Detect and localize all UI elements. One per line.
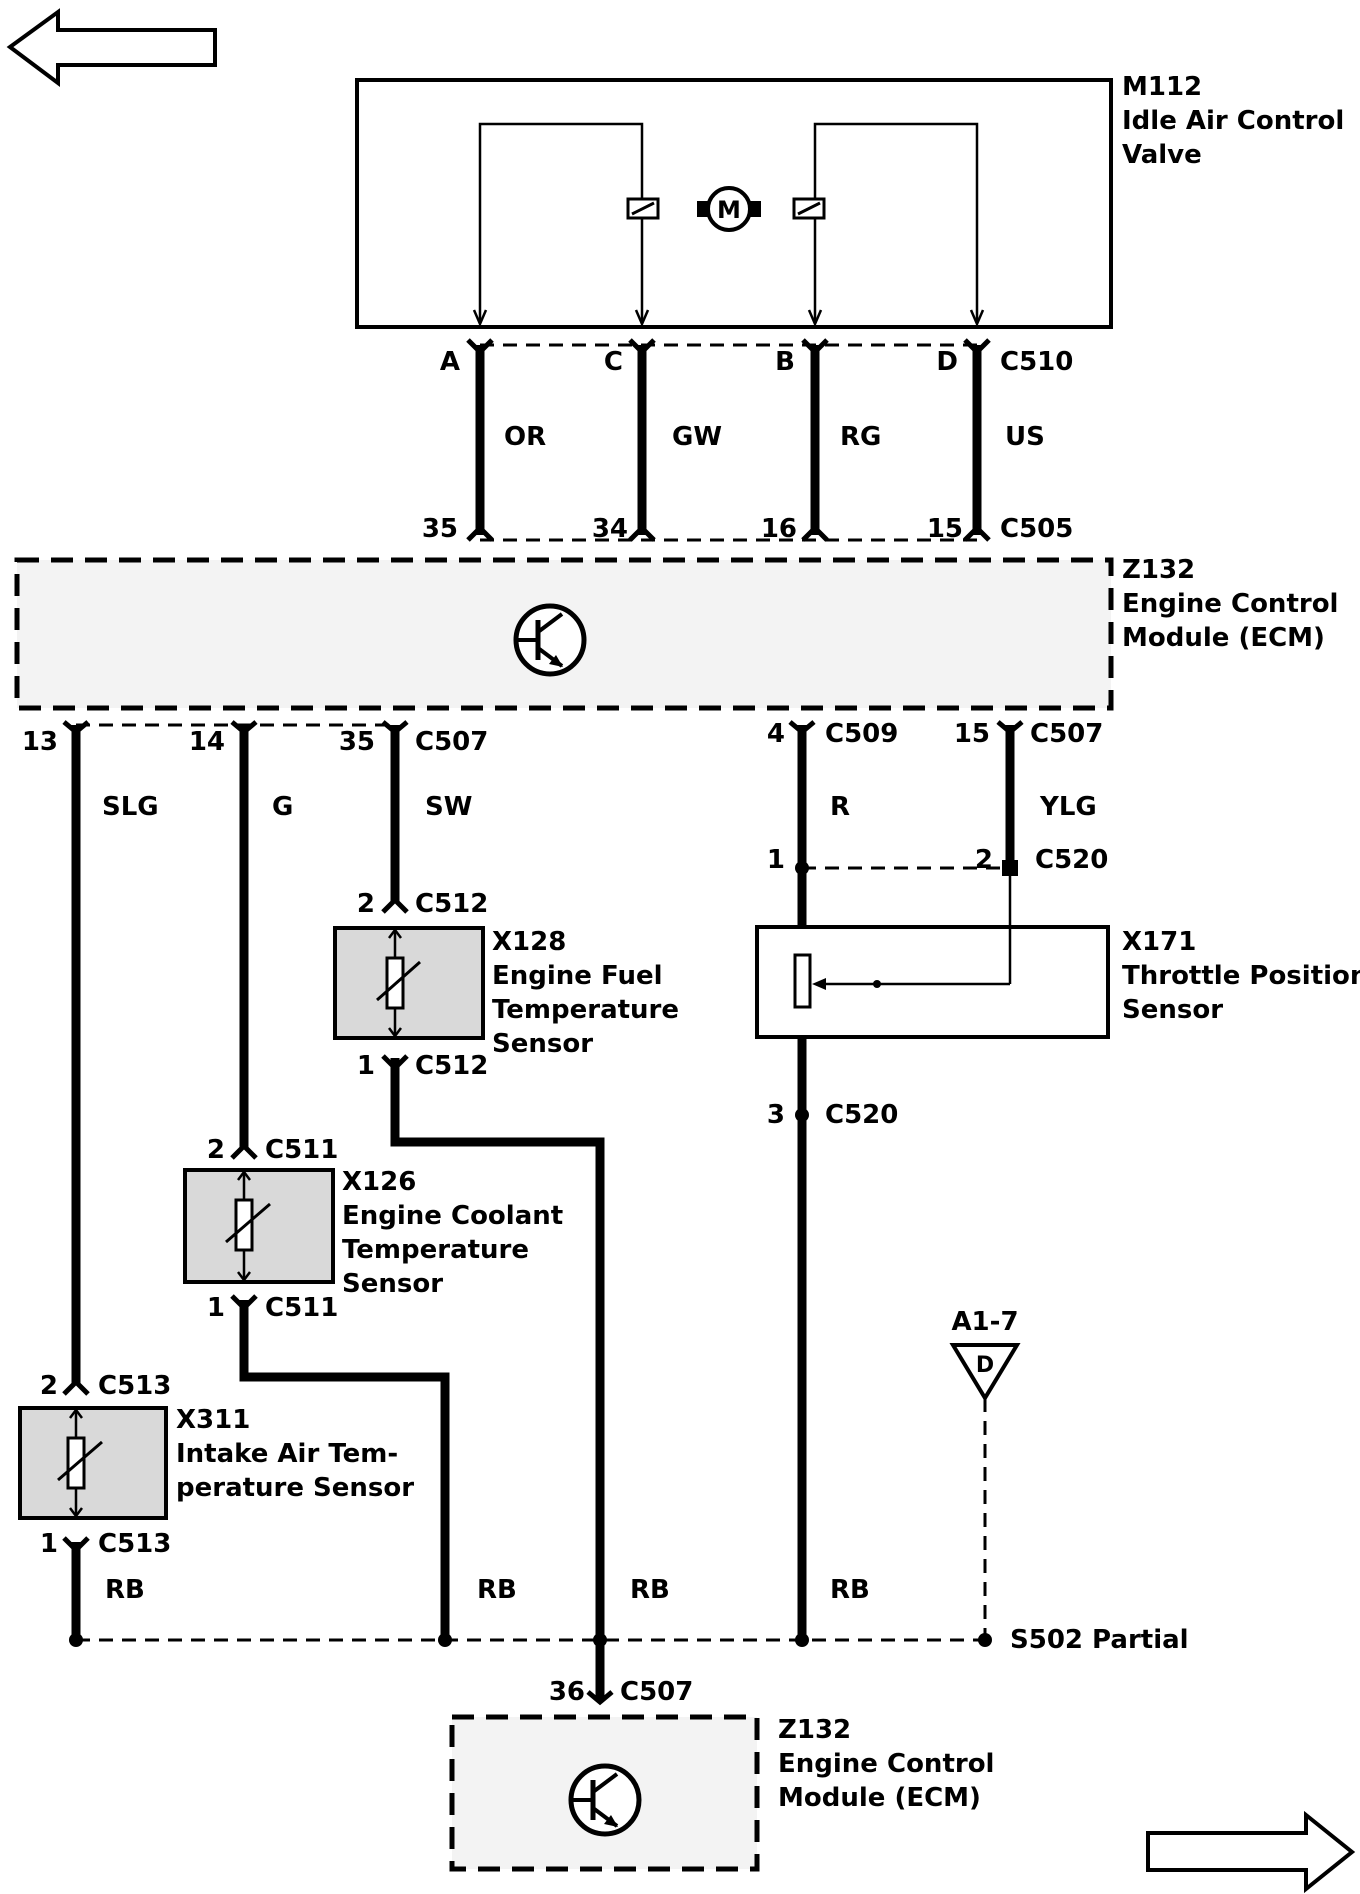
c520-pin-2: 2 (975, 845, 993, 875)
m112-name-line2: Valve (1122, 140, 1202, 170)
offpage-letter: D (976, 1353, 994, 1378)
x311-id-label: X311 (176, 1405, 250, 1435)
x171-id-label: X171 (1122, 927, 1196, 957)
c505-pin-16: 16 (761, 514, 797, 544)
ecm-top-name-line2: Module (ECM) (1122, 623, 1325, 653)
x126-box (183, 1168, 335, 1284)
offpage-connector-icon[interactable]: D (949, 1343, 1021, 1402)
x126-name-line2: Temperature (342, 1235, 529, 1265)
m112-name-line1: Idle Air Control (1122, 106, 1344, 136)
transistor-icon (513, 603, 587, 677)
c507-pin-14: 14 (189, 727, 225, 757)
c510-pin-d: D (936, 347, 958, 377)
arrow-left-icon[interactable] (6, 8, 217, 87)
x128-name-line1: Engine Fuel (492, 961, 663, 991)
wire-color-gw: GW (672, 422, 722, 452)
c507-a-label: C507 (415, 727, 488, 757)
x128-name-line2: Temperature (492, 995, 679, 1025)
c505-label: C505 (1000, 514, 1073, 544)
x128-name-line3: Sensor (492, 1029, 593, 1059)
ecm-bottom-id-label: Z132 (778, 1715, 851, 1745)
c513-pin-1: 1 (40, 1529, 58, 1559)
c505-pin-15: 15 (927, 514, 963, 544)
motor-symbol-label: M (717, 196, 741, 224)
x311-name-line1: Intake Air Tem- (176, 1439, 398, 1469)
m112-id-label: M112 (1122, 72, 1202, 102)
offpage-ref-label: A1-7 (951, 1307, 1018, 1337)
c507-pin-36: 36 (549, 1677, 585, 1707)
ecm-bottom-name-line1: Engine Control (778, 1749, 994, 1779)
x311-box (18, 1406, 168, 1520)
c520-pin-3: 3 (767, 1100, 785, 1130)
x126-name-line1: Engine Coolant (342, 1201, 563, 1231)
c513-bottom-label: C513 (98, 1529, 171, 1559)
transistor-icon (568, 1763, 642, 1837)
wire-color-g: G (272, 792, 293, 822)
c510-pin-c: C (604, 347, 623, 377)
c507-pin-13: 13 (22, 727, 58, 757)
c507-pin-15: 15 (954, 719, 990, 749)
ecm-bottom-name-line2: Module (ECM) (778, 1783, 981, 1813)
c505-pin-35: 35 (422, 514, 458, 544)
potentiometer-icon (793, 953, 881, 1009)
arrow-right-icon[interactable] (1146, 1810, 1356, 1894)
splice-label: S502 Partial (1010, 1625, 1189, 1655)
ecm-top-name-line1: Engine Control (1122, 589, 1338, 619)
x171-box (755, 925, 1110, 1039)
x171-name-line2: Sensor (1122, 995, 1223, 1025)
x171-name-line1: Throttle Position (1122, 961, 1360, 991)
wire-color-rb-3: RB (630, 1575, 670, 1605)
motor-icon: M (697, 186, 761, 232)
c520-top-label: C520 (1035, 845, 1108, 875)
x126-id-label: X126 (342, 1167, 416, 1197)
x128-box (333, 926, 485, 1040)
ecm-top-id-label: Z132 (1122, 555, 1195, 585)
wire-color-ylg: YLG (1039, 792, 1097, 822)
x311-name-line2: perature Sensor (176, 1473, 414, 1503)
coil-icon (792, 197, 826, 220)
wire-color-or: OR (504, 422, 546, 452)
thermistor-icon (57, 1407, 103, 1519)
iacv-wires (466, 338, 991, 542)
c512-pin-1: 1 (357, 1051, 375, 1081)
c510-pin-a: A (440, 347, 460, 377)
wire-color-rb-2: RB (477, 1575, 517, 1605)
wire-color-rg: RG (840, 422, 881, 452)
c507-c-label: C507 (620, 1677, 693, 1707)
c513-pin-2: 2 (40, 1371, 58, 1401)
c511-pin-2: 2 (207, 1135, 225, 1165)
c511-pin-1: 1 (207, 1293, 225, 1323)
c512-top-label: C512 (415, 889, 488, 919)
c512-bottom-label: C512 (415, 1051, 488, 1081)
c520-pin-1: 1 (767, 845, 785, 875)
x126-name-line3: Sensor (342, 1269, 443, 1299)
thermistor-icon (376, 927, 421, 1039)
c512-pin-2: 2 (357, 889, 375, 919)
c509-pin-4: 4 (767, 719, 785, 749)
x128-id-label: X128 (492, 927, 566, 957)
c510-pin-b: B (775, 347, 795, 377)
c509-label: C509 (825, 719, 898, 749)
c513-top-label: C513 (98, 1371, 171, 1401)
c507-b-label: C507 (1030, 719, 1103, 749)
wire-color-rb-4: RB (830, 1575, 870, 1605)
c511-top-label: C511 (265, 1135, 338, 1165)
wire-color-sw: SW (425, 792, 472, 822)
c510-label: C510 (1000, 347, 1073, 377)
thermistor-icon (225, 1169, 271, 1283)
c511-bottom-label: C511 (265, 1293, 338, 1323)
wire-color-us: US (1005, 422, 1045, 452)
wire-color-rb-1: RB (105, 1575, 145, 1605)
wire-color-r: R (830, 792, 850, 822)
c505-pin-34: 34 (592, 514, 628, 544)
c507-pin-35: 35 (339, 727, 375, 757)
c520-bottom-label: C520 (825, 1100, 898, 1130)
coil-icon (626, 197, 660, 220)
wire-color-slg: SLG (102, 792, 159, 822)
